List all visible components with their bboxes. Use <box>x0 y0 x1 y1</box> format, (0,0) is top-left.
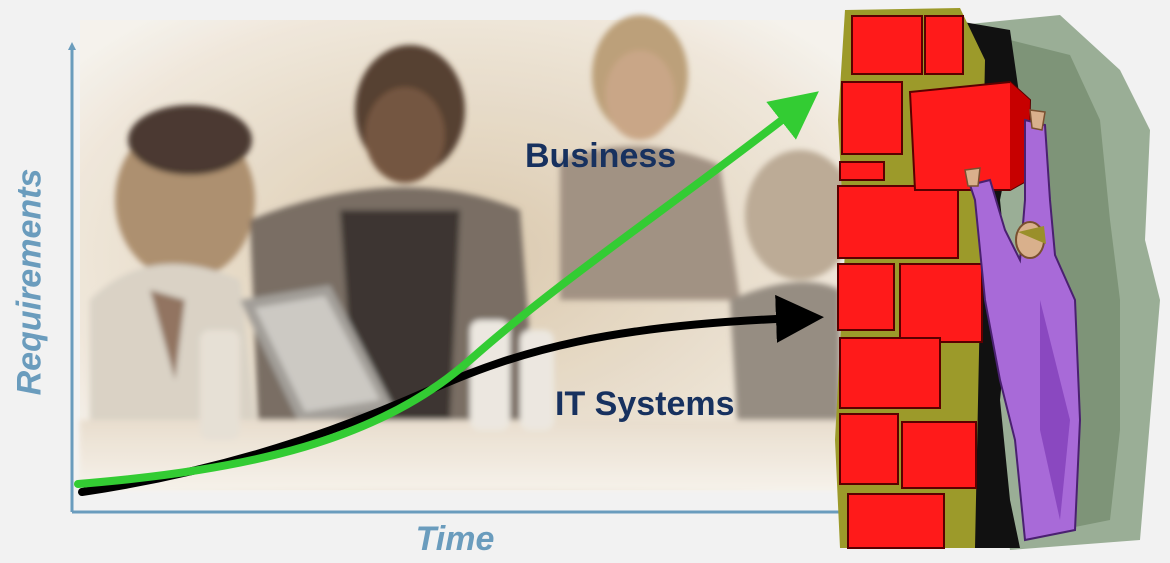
person-pushing-brick-icon <box>964 109 1082 542</box>
x-axis-label: Time <box>415 520 495 558</box>
y-axis-label: Requirements <box>10 168 49 396</box>
business-curve <box>74 91 819 488</box>
business-curve-label: Business <box>525 137 677 175</box>
business-meeting-photo <box>80 15 855 490</box>
axes <box>68 42 850 514</box>
brick-wall-icon <box>835 8 1032 549</box>
it-systems-curve-label: IT Systems <box>555 385 735 423</box>
